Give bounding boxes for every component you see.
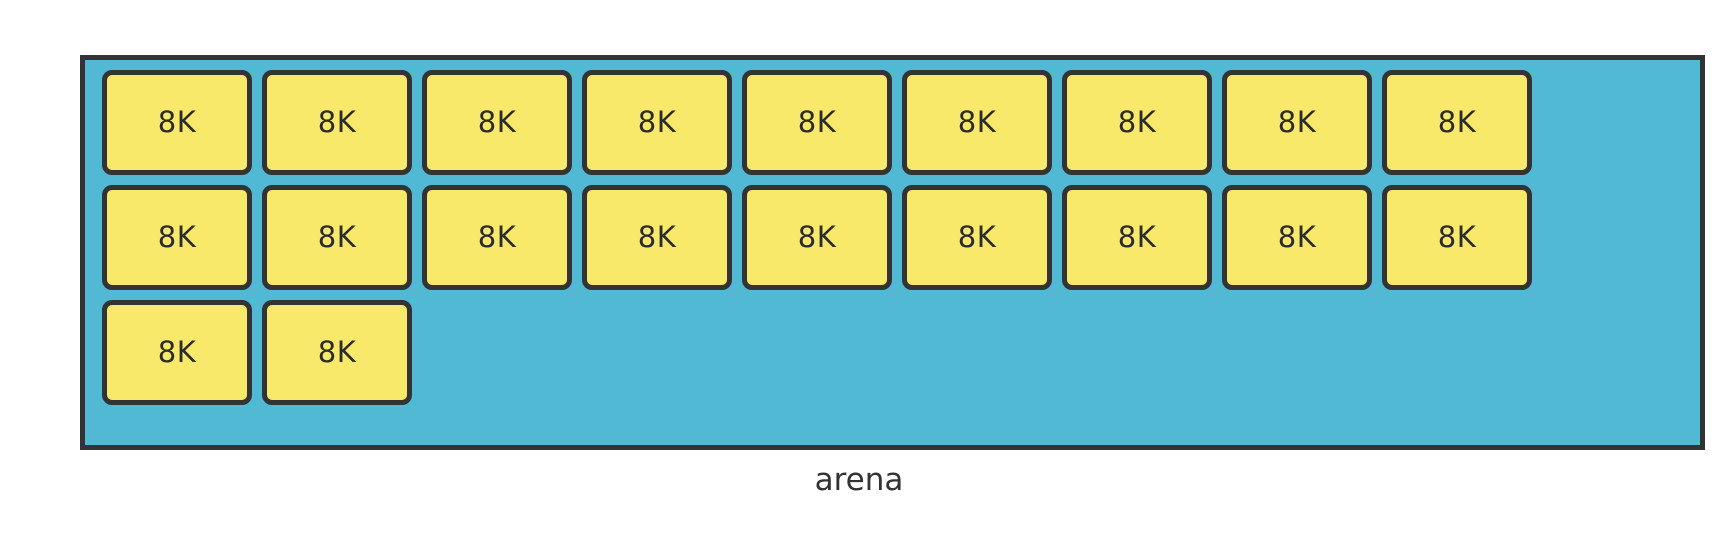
arena-block-label: 8K <box>957 220 997 254</box>
arena-block-label: 8K <box>957 105 997 139</box>
arena-block-label: 8K <box>157 335 197 369</box>
arena-block-label: 8K <box>1437 220 1477 254</box>
arena-block-label: 8K <box>157 220 197 254</box>
arena-block[interactable]: 8K <box>582 70 732 175</box>
arena-block[interactable]: 8K <box>422 185 572 290</box>
arena-block-label: 8K <box>1437 105 1477 139</box>
arena-block[interactable]: 8K <box>1062 70 1212 175</box>
arena-block[interactable]: 8K <box>1382 70 1532 175</box>
arena-block-grid: 8K 8K 8K 8K 8K 8K 8K 8K 8K 8K 8K 8K 8K 8… <box>102 70 1700 405</box>
arena-block-label: 8K <box>797 105 837 139</box>
arena-block[interactable]: 8K <box>582 185 732 290</box>
arena-block-label: 8K <box>317 220 357 254</box>
arena-block-label: 8K <box>1277 220 1317 254</box>
arena-block[interactable]: 8K <box>262 300 412 405</box>
arena-block[interactable]: 8K <box>742 185 892 290</box>
arena-block-row: 8K 8K 8K 8K 8K 8K 8K 8K 8K <box>102 185 1700 290</box>
arena-block[interactable]: 8K <box>262 70 412 175</box>
arena-block[interactable]: 8K <box>902 70 1052 175</box>
arena-block[interactable]: 8K <box>422 70 572 175</box>
arena-container: 8K 8K 8K 8K 8K 8K 8K 8K 8K 8K 8K 8K 8K 8… <box>80 55 1705 450</box>
arena-block[interactable]: 8K <box>1222 185 1372 290</box>
arena-block[interactable]: 8K <box>102 70 252 175</box>
arena-block-label: 8K <box>157 105 197 139</box>
arena-block[interactable]: 8K <box>742 70 892 175</box>
arena-block-label: 8K <box>797 220 837 254</box>
arena-block[interactable]: 8K <box>102 185 252 290</box>
arena-block-label: 8K <box>1277 105 1317 139</box>
arena-block[interactable]: 8K <box>1222 70 1372 175</box>
arena-block[interactable]: 8K <box>262 185 412 290</box>
arena-block-label: 8K <box>317 335 357 369</box>
arena-block-label: 8K <box>317 105 357 139</box>
arena-block-label: 8K <box>1117 220 1157 254</box>
arena-block[interactable]: 8K <box>1382 185 1532 290</box>
arena-block[interactable]: 8K <box>102 300 252 405</box>
arena-block-label: 8K <box>477 220 517 254</box>
arena-block[interactable]: 8K <box>1062 185 1212 290</box>
arena-block-row: 8K 8K 8K 8K 8K 8K 8K 8K 8K <box>102 70 1700 175</box>
arena-block[interactable]: 8K <box>902 185 1052 290</box>
arena-block-label: 8K <box>637 220 677 254</box>
arena-block-label: 8K <box>1117 105 1157 139</box>
arena-block-label: 8K <box>477 105 517 139</box>
arena-caption: arena <box>814 462 904 498</box>
arena-block-row: 8K 8K <box>102 300 1700 405</box>
arena-block-label: 8K <box>637 105 677 139</box>
